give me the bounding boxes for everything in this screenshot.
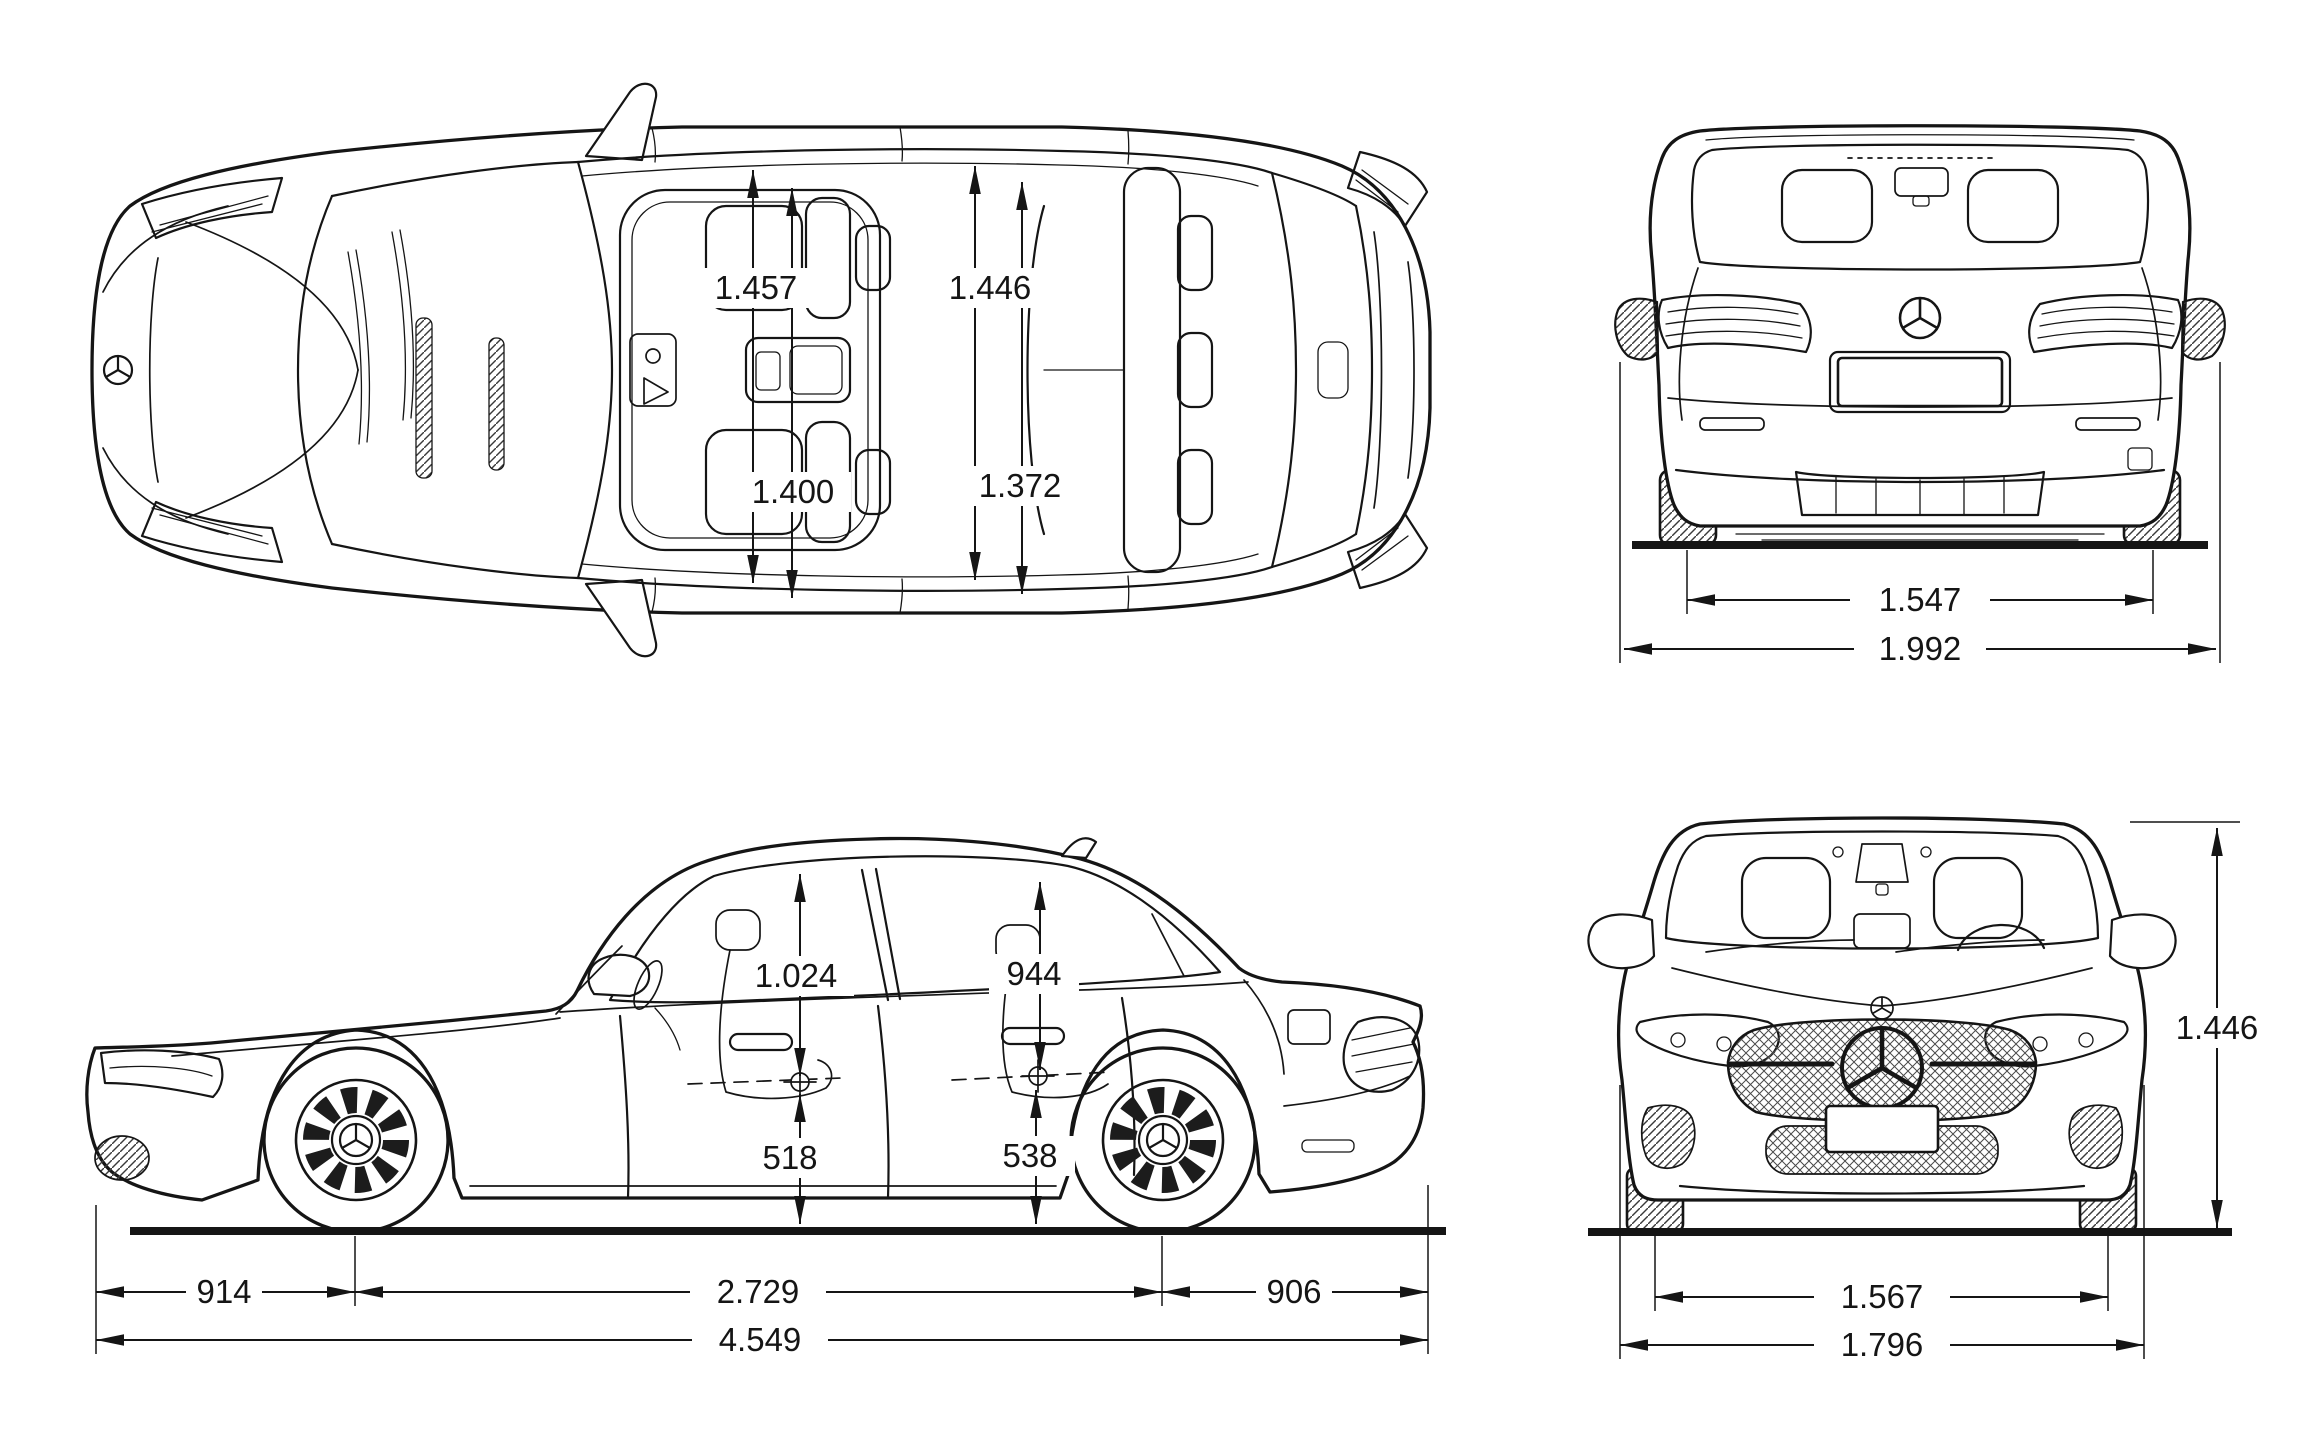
top-view-drawing: 1.457 1.446 1.400 1.372 <box>90 82 1432 658</box>
license-plate-rear <box>1828 350 2012 414</box>
dimension-label-headroom-front: 1.024 <box>755 957 838 994</box>
side-view-drawing: 1.024 944 518 538 914 <box>85 836 1446 1358</box>
side-intake-right <box>2068 1104 2124 1169</box>
dimension-label-overall-width: 1.992 <box>1879 630 1962 667</box>
dimension-front-track: 1.567 <box>1655 1278 2108 1315</box>
door-mirror-right <box>2108 913 2177 970</box>
taillight-side <box>1342 1016 1421 1093</box>
dimension-label-front-track: 1.567 <box>1841 1278 1924 1315</box>
license-plate-front <box>1824 1104 1940 1154</box>
dimension-seat-height-front: 518 <box>745 1094 835 1224</box>
wheel-front <box>262 1046 450 1234</box>
dimension-headroom-front: 1.024 <box>738 874 854 1076</box>
dimension-label-front-overhang: 914 <box>196 1273 251 1310</box>
dimension-body-width: 1.796 <box>1620 1326 2144 1363</box>
centre-console <box>744 336 852 404</box>
diffuser <box>1794 470 2046 517</box>
door-mirror-left <box>584 82 658 162</box>
top-body-outline <box>90 125 1432 615</box>
dimension-rear-track: 1.547 <box>1687 581 2153 618</box>
headlight-side <box>99 1049 224 1099</box>
mercedes-star-icon <box>102 354 134 386</box>
front-view-drawing: 1.567 1.796 1.446 <box>1587 816 2275 1363</box>
dimension-label-seat-height-rear: 538 <box>1002 1137 1057 1174</box>
door-handle-front <box>728 1032 794 1052</box>
dimension-label-overall-height: 1.446 <box>2176 1009 2259 1046</box>
dimension-wheelbase: 2.729 <box>355 1273 1162 1310</box>
dimension-overall-length: 4.549 <box>96 1321 1428 1358</box>
rear-window-plan <box>1270 171 1374 569</box>
taillight-top-right <box>1346 512 1429 590</box>
side-body-outline <box>85 836 1426 1202</box>
dimension-label-shoulder-front: 1.400 <box>752 473 835 510</box>
wheel-rear <box>1069 1046 1257 1234</box>
label-bg <box>735 472 851 512</box>
door-mirror-right <box>2180 297 2226 361</box>
rear-body-outline <box>1648 124 2192 528</box>
dimension-seat-height-rear: 538 <box>985 1090 1075 1224</box>
dimension-label-overall-length: 4.549 <box>719 1321 802 1358</box>
side-windows <box>608 855 1222 1004</box>
dimension-overall-width: 1.992 <box>1624 630 2216 667</box>
label-bg <box>698 268 814 308</box>
taillight-left <box>1657 293 1812 354</box>
roof-antenna-fin <box>1060 837 1098 860</box>
mercedes-star-icon <box>338 1122 374 1158</box>
mercedes-star-icon <box>1898 296 1942 340</box>
taillight-top-left <box>1346 150 1429 228</box>
label-bg <box>932 268 1048 308</box>
dimension-label-elbow-front: 1.457 <box>715 269 798 306</box>
dimension-label-rear-track: 1.547 <box>1879 581 1962 618</box>
mercedes-star-icon <box>1145 1122 1181 1158</box>
radiator-grille <box>1726 1018 2038 1123</box>
windshield-plan <box>296 160 614 580</box>
door-mirror-left <box>1614 297 1660 361</box>
dimension-headroom-rear: 944 <box>989 882 1079 1070</box>
fuel-filler <box>1287 1009 1331 1045</box>
dimension-label-headroom-rear: 944 <box>1006 955 1061 992</box>
door-mirror <box>587 953 651 998</box>
headlight-top-right <box>140 500 284 564</box>
windshield-front <box>1664 830 2100 953</box>
dimension-front-overhang: 914 <box>96 1273 355 1310</box>
dimension-overall-height: 1.446 <box>2130 821 2275 1228</box>
label-bg <box>962 466 1078 506</box>
dimension-label-wheelbase: 2.729 <box>717 1273 800 1310</box>
taillight-right <box>2028 293 2183 354</box>
headlight-top-left <box>140 176 284 240</box>
door-mirror-right <box>584 578 658 658</box>
rear-window <box>1690 143 2150 271</box>
dimension-label-rear-overhang: 906 <box>1266 1273 1321 1310</box>
overhead-console <box>629 333 677 407</box>
dimension-label-body-width: 1.796 <box>1841 1326 1924 1363</box>
rear-view-drawing: 1.547 1.992 <box>1614 124 2226 667</box>
front-intake-side <box>94 1135 150 1181</box>
dimension-label-elbow-rear: 1.446 <box>949 269 1032 306</box>
front-seat-profile <box>715 909 833 1100</box>
dimension-label-shoulder-rear: 1.372 <box>979 467 1062 504</box>
steering-wheel-side <box>633 960 681 1051</box>
door-mirror-left <box>1587 913 1656 970</box>
side-intake-left <box>1640 1104 1696 1169</box>
dimension-label-seat-height-front: 518 <box>762 1139 817 1176</box>
dimension-rear-overhang: 906 <box>1162 1273 1428 1310</box>
